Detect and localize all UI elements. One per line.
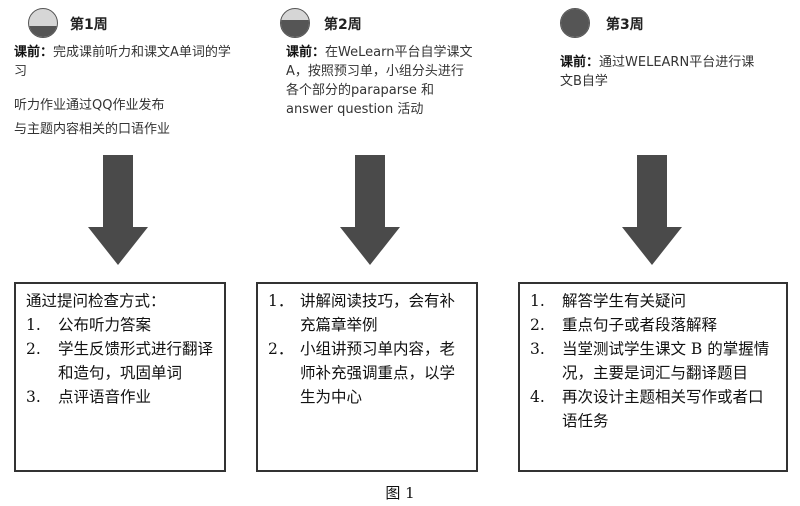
box-intro: 通过提问检查方式： [26,292,166,310]
item-number: 1． [268,292,294,310]
item-text: 重点句子或者段落解释 [562,316,718,334]
pre-class-label: 课前： [14,45,54,60]
item-number: 2． [268,340,294,358]
item-text: 讲解阅读技巧，会有补充篇章举例 [300,292,456,334]
item-number: 3. [26,388,41,406]
progress-circle-fill [281,20,309,37]
item-number: 1. [26,316,41,334]
pre-class-description: 在WeLearn平台自学课文A，按照预习单，小组分头进行各个部分的parapar… [286,45,473,117]
item-text: 公布听力答案 [58,316,152,334]
item-number: 4. [530,388,545,406]
list-item: 1. 解答学生有关疑问 [530,289,776,313]
week-title: 第2周 [324,17,362,33]
list-item: 3. 当堂测试学生课文 B 的掌握情况，主要是词汇与翻译题目 [530,337,776,385]
pre-class-text: 课前：通过WELEARN平台进行课文B自学 [560,53,760,91]
item-number: 1. [530,292,545,310]
pre-class-text: 课前：完成课前听力和课文A单词的学习 [14,43,234,81]
list-item: 1． 讲解阅读技巧，会有补充篇章举例 [268,289,466,337]
in-class-box: 1. 解答学生有关疑问 2. 重点句子或者段落解释 3. 当堂测试学生课文 B … [518,282,788,472]
figure-caption: 图 1 [385,484,415,502]
item-text: 当堂测试学生课文 B 的掌握情况，主要是词汇与翻译题目 [562,340,770,382]
item-number: 2. [26,340,41,358]
pre-class-label: 课前： [560,55,600,70]
item-text: 再次设计主题相关写作或者口语任务 [562,388,764,430]
item-text: 学生反馈形式进行翻译和造句，巩固单词 [58,340,214,382]
item-text: 解答学生有关疑问 [562,292,687,310]
pre-class-label: 课前： [286,45,326,60]
note-line: 与主题内容相关的口语作业 [14,122,171,137]
down-arrow-icon [340,155,400,265]
week-title: 第3周 [606,17,644,33]
list-item: 4. 再次设计主题相关写作或者口语任务 [530,385,776,433]
list-item: 2. 学生反馈形式进行翻译和造句，巩固单词 [26,337,214,385]
pre-class-text: 课前：在WeLearn平台自学课文A，按照预习单，小组分头进行各个部分的para… [286,43,476,119]
progress-circle-fill [29,25,57,37]
item-text: 点评语音作业 [58,388,152,406]
in-class-box: 通过提问检查方式： 1. 公布听力答案 2. 学生反馈形式进行翻译和造句，巩固单… [14,282,226,472]
item-number: 3. [530,340,545,358]
down-arrow-icon [622,155,682,265]
progress-circle-fill [561,9,589,37]
week-title: 第1周 [70,17,108,33]
list-item: 3. 点评语音作业 [26,385,214,409]
pre-class-description: 完成课前听力和课文A单词的学习 [14,45,231,79]
progress-circle-icon [560,8,590,38]
list-item: 1. 公布听力答案 [26,313,214,337]
note-line: 听力作业通过QQ作业发布 [14,98,165,113]
pre-class-description: 通过WELEARN平台进行课文B自学 [560,55,755,89]
item-text: 小组讲预习单内容，老师补充强调重点，以学生为中心 [300,340,456,406]
progress-circle-icon [280,8,310,38]
in-class-box: 1． 讲解阅读技巧，会有补充篇章举例 2． 小组讲预习单内容，老师补充强调重点，… [256,282,478,472]
progress-circle-icon [28,8,58,38]
item-number: 2. [530,316,545,334]
down-arrow-icon [88,155,148,265]
list-item: 2． 小组讲预习单内容，老师补充强调重点，以学生为中心 [268,337,466,409]
list-item: 2. 重点句子或者段落解释 [530,313,776,337]
